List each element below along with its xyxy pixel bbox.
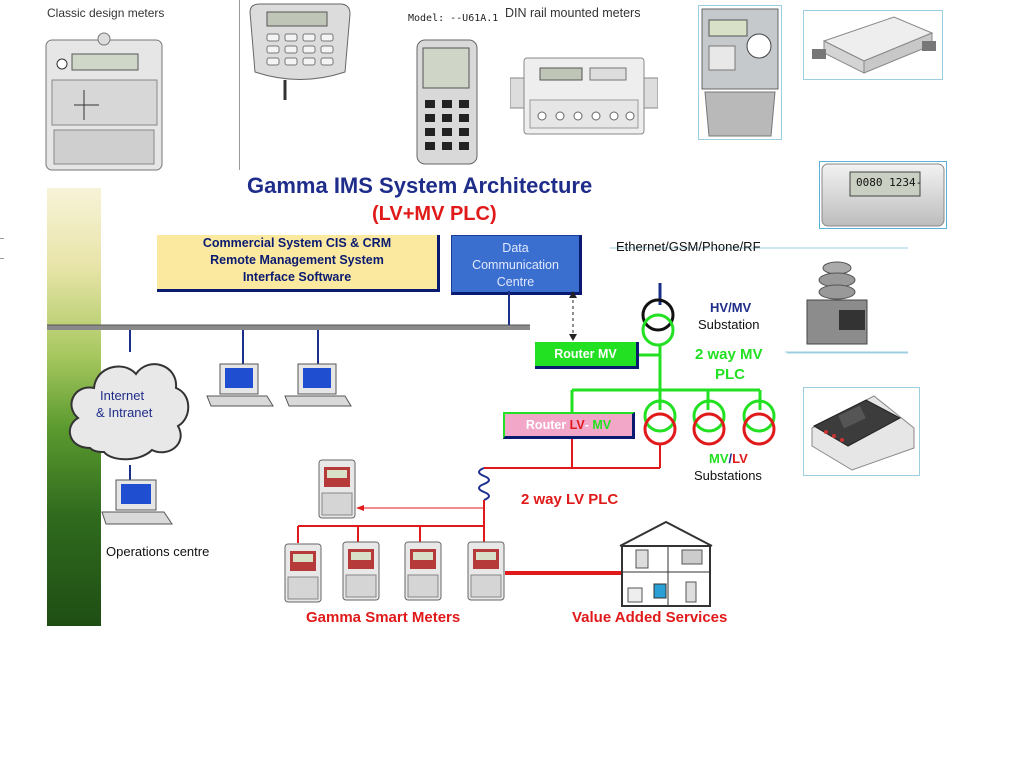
- smart-meter-2-icon: [342, 541, 380, 601]
- data-communication-centre-box: Data Communication Centre: [451, 235, 582, 295]
- mvlv-label: MV/LV: [709, 451, 748, 466]
- data-comm-line-1: Data: [502, 241, 529, 255]
- model-label: Model: --U61A.1: [408, 13, 499, 24]
- commercial-line-3: Interface Software: [242, 270, 352, 284]
- mvlv-lv-text: LV: [732, 451, 748, 466]
- house-icon: [619, 520, 713, 607]
- hv-slash: /: [728, 300, 732, 315]
- lv-plc-label: 2 way LV PLC: [521, 491, 619, 508]
- router-lv-mv-mv: MV: [592, 418, 612, 432]
- mv-text: MV: [731, 300, 752, 315]
- hv-mv-label: HV/MV: [710, 300, 751, 315]
- ethernet-gsm-label: Ethernet/GSM/Phone/RF: [616, 239, 761, 254]
- substation-label: Substation: [698, 317, 760, 332]
- smart-meters-label: Gamma Smart Meters: [306, 609, 461, 626]
- internet-cloud-icon: [68, 363, 190, 461]
- edge-mark-1: [0, 238, 4, 239]
- header-divider: [239, 0, 240, 170]
- value-added-label: Value Added Services: [572, 609, 728, 626]
- operations-centre-label: Operations centre: [106, 544, 210, 559]
- classic-meters-label: Classic design meters: [47, 6, 165, 20]
- commercial-line-1: Commercial System CIS & CRM: [202, 236, 392, 250]
- lcd-display-text: 0080 1234-: [856, 176, 923, 189]
- mvlv-mv-text: MV: [709, 451, 729, 466]
- commercial-line-2: Remote Management System: [210, 253, 384, 267]
- router-mv-label: Router MV: [554, 347, 617, 361]
- lcd-display-photo: 0080 1234-: [819, 161, 947, 229]
- classic-meter-photo: [44, 30, 164, 172]
- din-module-photo: [803, 10, 943, 80]
- router-lv-mv-word: Router: [525, 418, 570, 432]
- substations-label: Substations: [694, 468, 762, 483]
- hvmv-substation-photo: [785, 250, 908, 353]
- smart-meter-4-icon: [467, 541, 505, 601]
- mvlv-substation-photo: [803, 387, 920, 476]
- edge-mark-2: [0, 258, 4, 259]
- router-lv-mv: Router LV - MV: [503, 412, 635, 439]
- smart-meter-1-icon: [284, 543, 322, 603]
- internet-line-2: & Intranet: [96, 405, 153, 420]
- handheld-meter-photo: [413, 38, 481, 166]
- smart-meter-top-icon: [318, 459, 356, 519]
- router-mv: Router MV: [535, 342, 639, 369]
- keypad-terminal-photo: [245, 2, 355, 102]
- din-rail-label: DIN rail mounted meters: [505, 6, 641, 20]
- router-lv-mv-dash: -: [584, 418, 593, 432]
- mv-plc-line-1: 2 way MV: [695, 346, 763, 363]
- data-comm-line-2: Communication: [472, 258, 559, 272]
- router-lv-mv-lv: LV: [569, 418, 585, 432]
- commercial-system-box: Commercial System CIS & CRM Remote Manag…: [157, 235, 440, 292]
- hv-text: HV: [710, 300, 729, 315]
- electronic-meter-photo: [698, 5, 782, 140]
- diagram-title: Gamma IMS System Architecture: [247, 173, 593, 198]
- internet-line-1: Internet: [100, 388, 145, 403]
- diagram-subtitle: (LV+MV PLC): [372, 203, 497, 225]
- data-comm-line-3: Centre: [496, 275, 535, 289]
- mvlv-slash: /: [728, 451, 733, 466]
- workstation-1-icon: [206, 363, 274, 407]
- operations-computer-icon: [101, 479, 173, 525]
- din-rail-meter-photo: [509, 52, 659, 138]
- mv-plc-line-2: PLC: [715, 366, 745, 383]
- smart-meter-3-icon: [404, 541, 442, 601]
- workstation-2-icon: [284, 363, 352, 407]
